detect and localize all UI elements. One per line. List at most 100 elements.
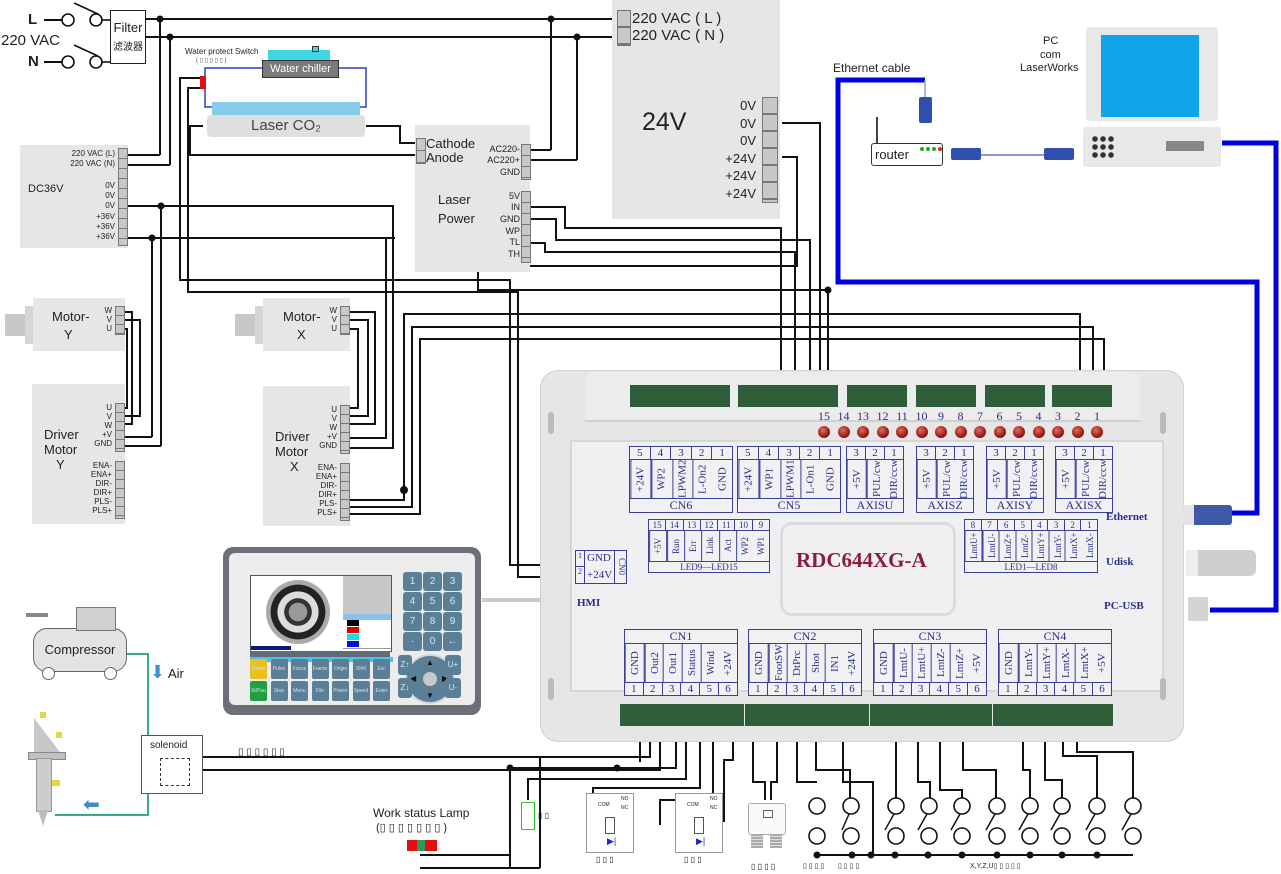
u-minus-key[interactable]: U- bbox=[445, 678, 461, 698]
router-led-icon bbox=[926, 147, 930, 151]
pin-name: LPWM1 bbox=[779, 460, 801, 498]
keypad-key[interactable]: 1 bbox=[403, 572, 422, 591]
function-key[interactable]: Frame bbox=[311, 659, 329, 679]
driver-y-label-3: Y bbox=[56, 457, 65, 472]
pin-number: 7 bbox=[982, 520, 999, 530]
keypad-key[interactable]: 0 bbox=[423, 632, 442, 651]
function-key[interactable]: Stop bbox=[270, 681, 288, 701]
status-led-icon bbox=[1032, 426, 1045, 438]
psu-24v-out-3: 0V bbox=[740, 133, 756, 148]
pin-name: +5V bbox=[987, 460, 1007, 498]
pin-name: DIR/ccw bbox=[1028, 460, 1041, 498]
ethernet-plug-icon bbox=[1182, 505, 1232, 525]
laser-power-supply bbox=[415, 125, 530, 272]
keypad-key[interactable]: 5 bbox=[423, 592, 442, 611]
laser-head-nozzle bbox=[38, 810, 48, 826]
led-number: 11 bbox=[896, 409, 908, 423]
pin-name: LmtU- bbox=[893, 644, 913, 682]
pc-base-unit bbox=[1083, 127, 1221, 167]
pin-number: 2 bbox=[644, 683, 663, 695]
function-key[interactable]: File bbox=[311, 681, 329, 701]
z-down-key[interactable]: Z↓ bbox=[398, 678, 412, 698]
function-key[interactable]: Esc bbox=[373, 659, 390, 679]
keypad-key[interactable]: 2 bbox=[423, 572, 442, 591]
pc-label-1: PC bbox=[1043, 35, 1059, 47]
function-key[interactable]: Enter bbox=[373, 681, 390, 701]
connector-title: AXISZ bbox=[917, 498, 973, 512]
pc-label-2: com bbox=[1040, 49, 1061, 61]
pin-number: 4 bbox=[1032, 520, 1049, 530]
pin-number: 3 bbox=[1048, 520, 1065, 530]
z-up-key[interactable]: Z↑ bbox=[398, 655, 412, 675]
terminal-cn2 bbox=[745, 704, 869, 726]
psu-24v-terminal-block bbox=[762, 97, 778, 203]
pin-name: +5V bbox=[971, 653, 984, 673]
relay-no-label: NO bbox=[710, 796, 718, 802]
driver-signal-pin: DIR+ bbox=[318, 490, 337, 499]
layer-row[interactable] bbox=[343, 641, 391, 649]
pin-number: 3 bbox=[787, 683, 806, 695]
motor-y-terminals bbox=[115, 306, 125, 335]
pin-number: 1 bbox=[827, 447, 833, 459]
function-key[interactable]: St/Pau bbox=[250, 681, 267, 701]
pin-number: 6 bbox=[849, 683, 855, 695]
driver-x-label-1: Driver bbox=[275, 429, 310, 444]
psu-24v-out-6: +24V bbox=[725, 186, 756, 201]
keypad-key[interactable]: ← bbox=[443, 632, 462, 651]
pin-name: PUL/cw bbox=[936, 460, 956, 498]
keypad-key[interactable]: 8 bbox=[423, 612, 442, 631]
status-led-icon bbox=[818, 426, 830, 438]
keypad-key[interactable]: 3 bbox=[443, 572, 462, 591]
function-key[interactable]: Speed bbox=[352, 681, 370, 701]
power-wires bbox=[44, 18, 1105, 578]
bottom-wires bbox=[200, 725, 1134, 869]
driver-signal-pin: DIR- bbox=[320, 481, 337, 490]
keypad-key[interactable]: · bbox=[403, 632, 422, 651]
rj45-plug-icon bbox=[919, 97, 932, 123]
chiller-cap-icon bbox=[312, 46, 319, 52]
led-number: 3 bbox=[1055, 409, 1061, 423]
driver-y-signal-terminals bbox=[115, 461, 125, 519]
mount-slot bbox=[548, 412, 554, 434]
pin-name: PUL/cw bbox=[1006, 460, 1026, 498]
pin-number: 4 bbox=[759, 447, 780, 459]
driver-signal-pin: ENA- bbox=[92, 461, 112, 470]
keypad-key[interactable]: 9 bbox=[443, 612, 462, 631]
motor-y-flange bbox=[25, 306, 33, 344]
pin-number: 6 bbox=[974, 683, 980, 695]
driver-signal-pin: PLS- bbox=[319, 499, 337, 508]
function-key[interactable]: Origin bbox=[332, 659, 349, 679]
driver-power-pin: GND bbox=[319, 441, 337, 450]
lp-ctrl-pin-in: IN bbox=[511, 202, 520, 212]
keypad-key[interactable]: 6 bbox=[443, 592, 462, 611]
pin-number: 2 bbox=[1075, 447, 1094, 459]
limit-switches bbox=[808, 797, 1142, 845]
driver-power-pin: V bbox=[331, 414, 337, 423]
pin-number: 4 bbox=[1055, 683, 1075, 695]
function-key[interactable]: Focus bbox=[291, 659, 308, 679]
pin-number: 2 bbox=[1006, 447, 1025, 459]
pc-label-3: LaserWorks bbox=[1020, 62, 1079, 74]
pin-number: 1 bbox=[999, 683, 1018, 695]
function-key[interactable]: Pulse bbox=[270, 659, 288, 679]
function-key[interactable]: Power bbox=[332, 681, 349, 701]
keypad-key[interactable]: 4 bbox=[403, 592, 422, 611]
function-key[interactable]: Reset bbox=[250, 659, 267, 679]
motor-y-pin-u: U bbox=[106, 324, 112, 333]
function-key[interactable]: Shift bbox=[352, 659, 370, 679]
led-number: 13 bbox=[857, 409, 869, 423]
pin-name: +24V bbox=[846, 650, 859, 676]
function-key[interactable]: Menu bbox=[291, 681, 308, 701]
dpad-center-icon bbox=[423, 672, 437, 686]
keypad-key[interactable]: 7 bbox=[403, 612, 422, 631]
air-down-arrow-icon: ⬇ bbox=[150, 662, 166, 682]
switch-1-caption: ▯ ▯ ▯ ▯ bbox=[803, 863, 825, 870]
u-plus-key[interactable]: U+ bbox=[445, 655, 461, 675]
motor-x-pin-v: V bbox=[331, 315, 337, 324]
